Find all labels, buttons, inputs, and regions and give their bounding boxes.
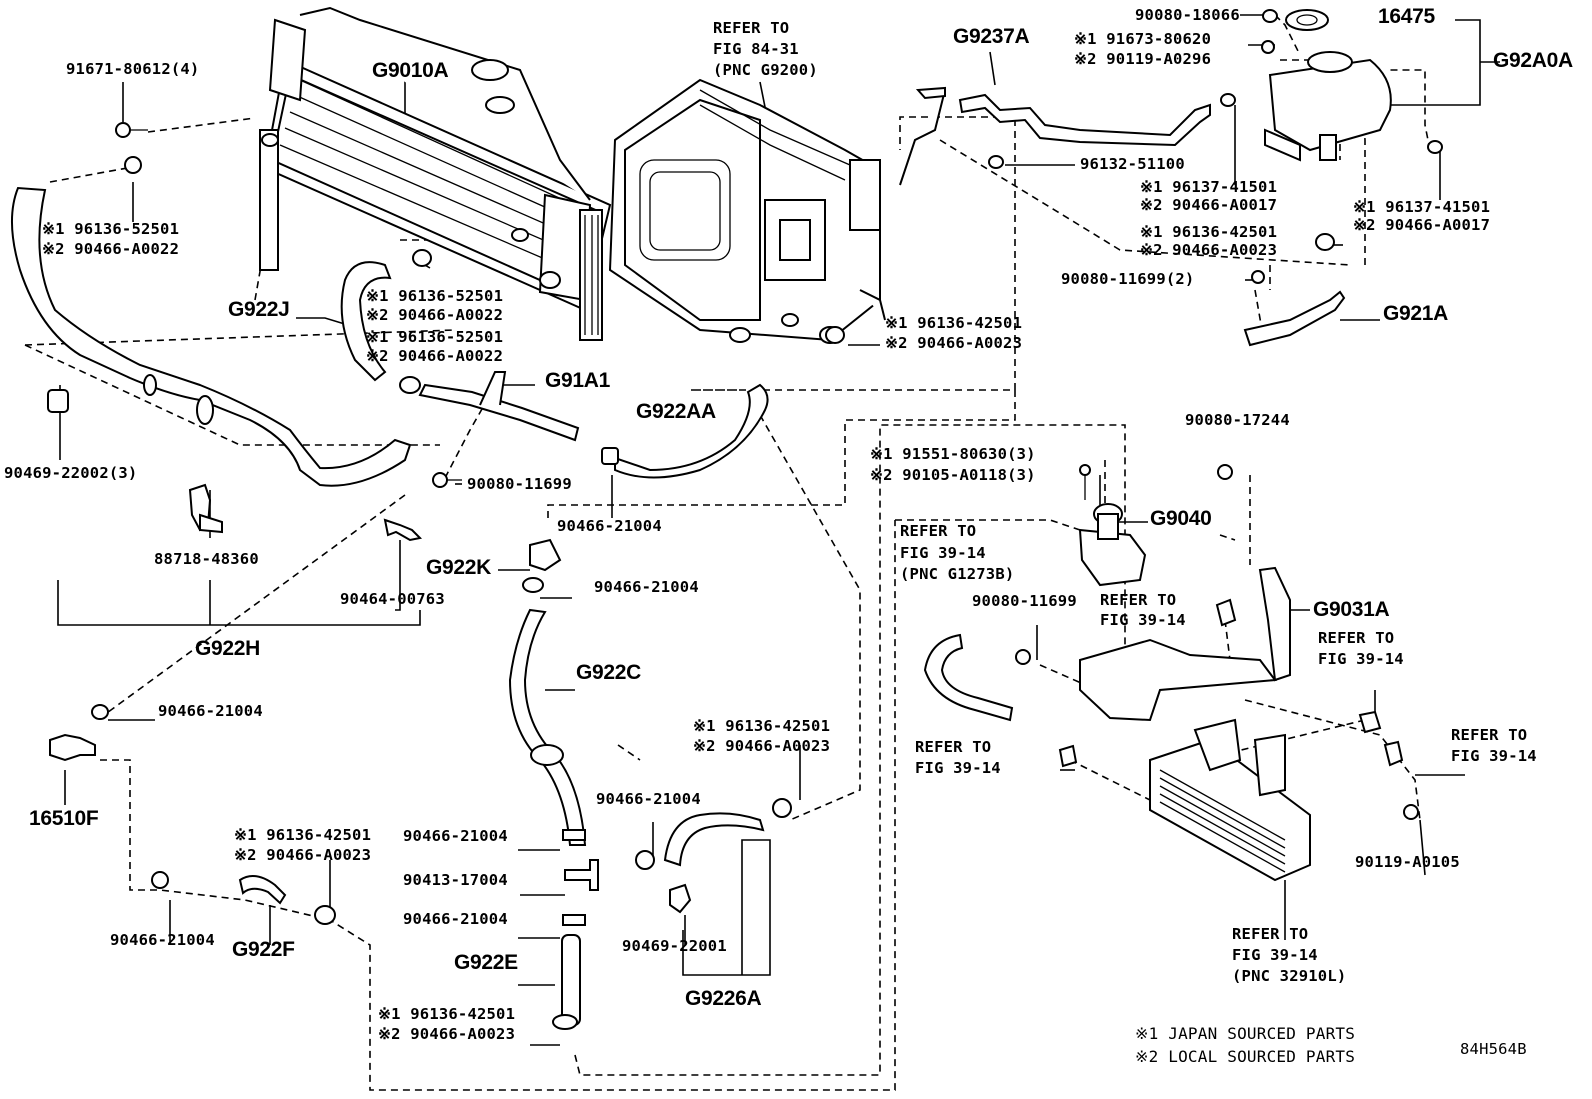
part-number-label: 90469-22002(3) [4,464,138,482]
part-number-label: 96132-51100 [1080,155,1185,173]
part-ref-label: 16475 [1378,5,1435,28]
part-ref-label: G9226A [685,987,762,1010]
part-number-label: ※1 96136-42501 [1140,223,1278,241]
part-number-label: ※2 90466-A0023 [885,334,1023,352]
part-number-label: 90466-21004 [158,702,263,720]
figure-code: 84H564B [1460,1040,1527,1058]
legend-note-japan: ※1 JAPAN SOURCED PARTS [1135,1024,1356,1043]
part-number-label: ※1 96136-52501 [42,220,180,238]
part-number-label: 88718-48360 [154,550,259,568]
water-pump [1078,503,1147,587]
part-number-label: ※2 90466-A0022 [42,240,180,258]
bracket-g9031a [1079,566,1291,722]
part-number-label: ※2 90466-A0022 [366,306,504,324]
refer-fig-label: FIG 84-31 [713,40,799,58]
oil-cooler [1149,718,1311,882]
part-ref-label: G922E [454,951,518,974]
part-ref-label: G91A1 [545,369,611,392]
part-number-label: ※1 96136-42501 [693,717,831,735]
part-number-label: ※1 91673-80620 [1074,30,1212,48]
part-number-label: ※1 96136-42501 [378,1005,516,1023]
refer-fig-label: FIG 39-14 [1451,747,1537,765]
part-ref-label: G921A [1383,302,1449,325]
refer-to-label: REFER TO [713,19,790,37]
refer-pnc-label: (PNC G9200) [713,61,818,79]
part-ref-label: G922C [576,661,642,684]
refer-fig-label: FIG 39-14 [1318,650,1404,668]
part-number-label: 90466-21004 [403,827,508,845]
part-number-label: 90466-21004 [110,931,215,949]
part-number-label: ※2 90466-A0022 [366,347,504,365]
part-ref-label: G9031A [1313,598,1390,621]
part-ref-label: G9237A [953,25,1030,48]
part-ref-label: 16510F [29,807,99,830]
refer-fig-label: FIG 39-14 [1232,946,1318,964]
part-number-label: 90464-00763 [340,590,445,608]
part-ref-label: G922H [195,637,261,660]
part-ref-label: G922K [426,556,492,579]
hoses [11,93,1211,1026]
part-number-label: ※2 90119-A0296 [1074,50,1212,68]
fasteners [47,9,1443,1030]
part-number-label: 90466-21004 [403,910,508,928]
refer-to-label: REFER TO [1100,591,1177,609]
refer-fig-label: FIG 39-14 [900,544,986,562]
part-ref-label: G922F [232,938,295,961]
part-number-label: 90413-17004 [403,871,508,889]
legend-note-local: ※2 LOCAL SOURCED PARTS [1135,1047,1356,1066]
part-number-label: ※1 96137-41501 [1140,178,1278,196]
part-number-label: ※2 90466-A0017 [1353,216,1491,234]
refer-fig-label: FIG 39-14 [1100,611,1186,629]
part-number-label: ※1 91551-80630(3) [870,445,1036,463]
radiator-assembly [259,6,612,341]
part-number-label: 90080-18066 [1135,6,1240,24]
part-number-label: 91671-80612(4) [66,60,200,78]
reservoir-tank [1264,9,1392,162]
refer-pnc-label: (PNC 32910L) [1232,967,1347,985]
part-number-label: 90466-21004 [594,578,699,596]
part-ref-label: G922AA [636,400,716,423]
part-number-label: 90466-21004 [596,790,701,808]
part-number-label: ※2 90466-A0017 [1140,196,1278,214]
part-number-label: ※1 96136-52501 [366,328,504,346]
part-number-label: 90466-21004 [557,517,662,535]
part-number-label: 90080-11699(2) [1061,270,1195,288]
part-number-label: ※1 96136-42501 [885,314,1023,332]
dashed-leader-lines [24,14,1431,1091]
refer-to-label: REFER TO [900,522,977,540]
part-ref-label: G92A0A [1493,49,1573,72]
refer-to-label: REFER TO [915,738,992,756]
part-number-label: 90080-11699 [467,475,572,493]
part-ref-label: G9010A [372,59,449,82]
part-number-label: ※1 96136-42501 [234,826,372,844]
part-number-label: ※2 90466-A0023 [1140,241,1278,259]
refer-to-label: REFER TO [1232,925,1309,943]
inverter-assembly [608,78,946,344]
part-number-label: 90119-A0105 [1355,853,1460,871]
refer-pnc-label: (PNC G1273B) [900,565,1015,583]
part-number-label: 90469-22001 [622,937,727,955]
part-number-label: ※1 96136-52501 [366,287,504,305]
part-number-label: 90080-17244 [1185,411,1290,429]
part-ref-label: G9040 [1150,507,1212,530]
part-ref-label: G922J [228,298,290,321]
part-number-label: ※1 96137-41501 [1353,198,1491,216]
part-number-label: ※2 90466-A0023 [234,846,372,864]
part-number-label: ※2 90466-A0023 [378,1025,516,1043]
part-number-label: ※2 90105-A0118(3) [870,466,1036,484]
part-number-label: ※2 90466-A0023 [693,737,831,755]
refer-fig-label: FIG 39-14 [915,759,1001,777]
refer-to-label: REFER TO [1451,726,1528,744]
refer-to-label: REFER TO [1318,629,1395,647]
part-number-label: 90080-11699 [972,592,1077,610]
